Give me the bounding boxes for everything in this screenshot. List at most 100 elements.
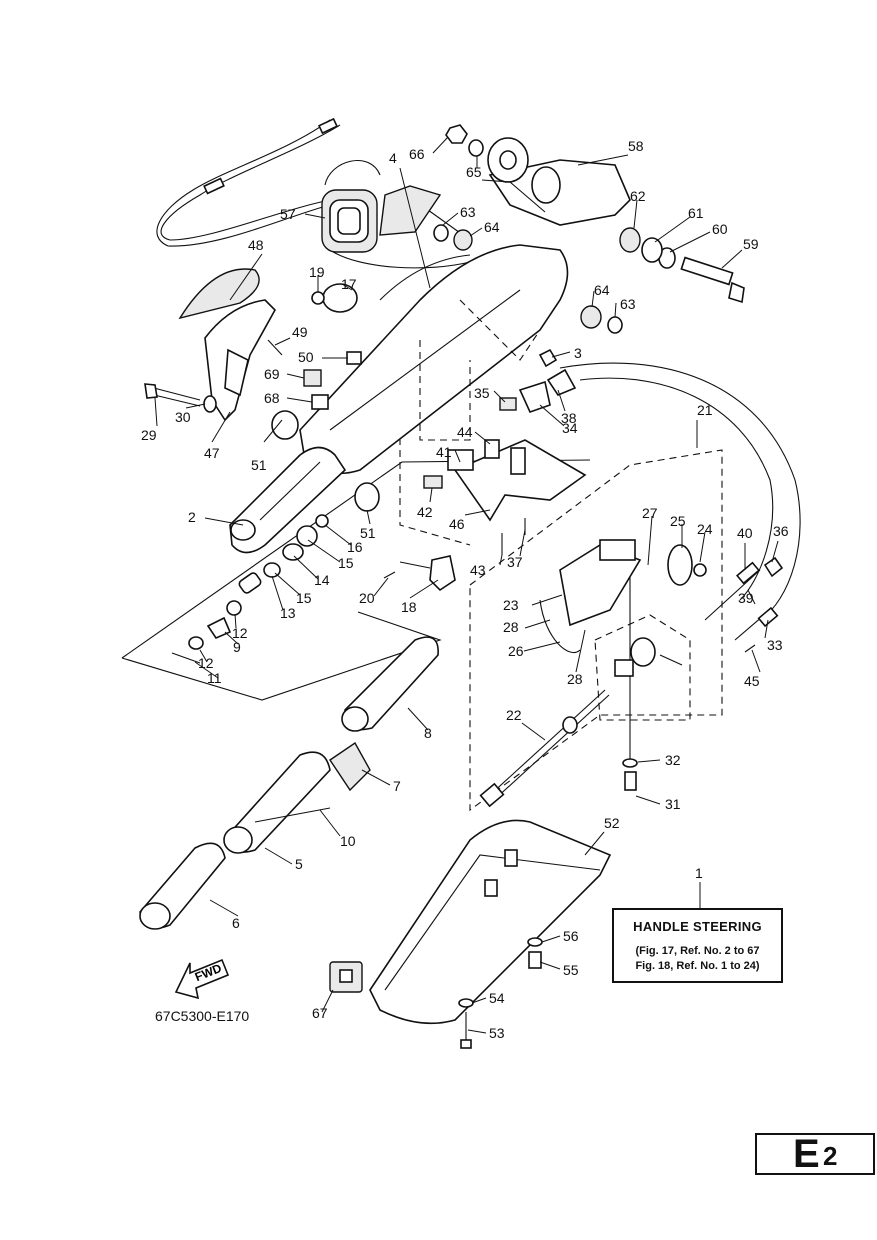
screws-plates (267, 339, 362, 410)
callout-62: 62 (630, 188, 646, 204)
callout-39: 39 (738, 590, 754, 606)
callout-45: 45 (744, 673, 760, 689)
switch-assembly (539, 539, 707, 677)
callout-49: 49 (292, 324, 308, 340)
callout-28-a: 28 (503, 619, 519, 635)
page-tag: E 2 (755, 1132, 875, 1176)
bushings (433, 224, 623, 334)
switch-plate (423, 439, 587, 555)
bushing-51-a (271, 410, 299, 440)
callout-63-a: 63 (460, 204, 476, 220)
callout-20: 20 (359, 590, 375, 606)
callout-11: 11 (207, 670, 222, 686)
grip-parts (139, 636, 439, 930)
callout-3: 3 (574, 345, 582, 361)
callout-50: 50 (298, 349, 314, 365)
callout-38: 38 (561, 410, 577, 426)
callout-57: 57 (280, 206, 296, 222)
throttle-cables (156, 117, 471, 269)
callout-16: 16 (347, 539, 363, 555)
callout-32: 32 (665, 752, 681, 768)
callout-55: 55 (563, 962, 579, 978)
cable-clamps (499, 368, 577, 413)
callout-58: 58 (628, 138, 644, 154)
nut-washer (445, 124, 484, 157)
grease-nipple (538, 348, 558, 368)
callout-53: 53 (489, 1025, 505, 1041)
callout-19: 19 (309, 264, 325, 280)
callout-51-b: 51 (360, 525, 376, 541)
connector-67 (329, 961, 363, 993)
callout-44: 44 (457, 424, 473, 440)
callout-6: 6 (232, 915, 240, 931)
callout-64-b: 64 (594, 282, 610, 298)
callout-10: 10 (340, 833, 356, 849)
callout-36: 36 (773, 523, 789, 539)
callout-30: 30 (175, 409, 191, 425)
callout-54: 54 (489, 990, 505, 1006)
callout-40: 40 (737, 525, 753, 541)
handle-steering-note: HANDLE STEERING (Fig. 17, Ref. No. 2 to … (612, 908, 783, 983)
callout-18: 18 (401, 599, 417, 615)
callout-25: 25 (670, 513, 686, 529)
dashed-group-boxes (399, 390, 723, 812)
callout-2: 2 (188, 509, 196, 525)
callout-7: 7 (393, 778, 401, 794)
callout-1: 1 (695, 865, 703, 881)
callout-26: 26 (508, 643, 524, 659)
bushing-51-b (354, 482, 380, 512)
callout-65: 65 (466, 164, 482, 180)
callouts: 1 2 3 4 5 6 7 8 9 10 11 12 12 13 14 15 1… (141, 136, 789, 1041)
callout-42: 42 (417, 504, 433, 520)
callout-31: 31 (665, 796, 681, 812)
callout-29: 29 (141, 427, 157, 443)
page-tag-number: 2 (823, 1141, 838, 1171)
callout-61: 61 (688, 205, 704, 221)
callout-64-a: 64 (484, 219, 500, 235)
callout-67: 67 (312, 1005, 328, 1021)
note-title: HANDLE STEERING (633, 919, 762, 934)
callout-68: 68 (264, 390, 280, 406)
callout-15-b: 15 (296, 590, 312, 606)
callout-52: 52 (604, 815, 620, 831)
callout-35: 35 (474, 385, 490, 401)
callout-28-b: 28 (567, 671, 583, 687)
shift-cables (559, 362, 801, 653)
callout-4: 4 (389, 150, 397, 166)
callout-24: 24 (697, 521, 713, 537)
note-line-2: Fig. 18, Ref. No. 1 to 24) (635, 960, 760, 972)
callout-21: 21 (697, 402, 713, 418)
callout-69: 69 (264, 366, 280, 382)
tiller-handle-arm (229, 446, 347, 554)
throttle-stop (311, 283, 358, 313)
page-tag-letter: E (793, 1132, 820, 1176)
swivel-bracket (481, 137, 631, 226)
callout-63-b: 63 (620, 296, 636, 312)
washers-60-62 (619, 227, 676, 269)
callout-22: 22 (506, 707, 522, 723)
callout-12-b: 12 (198, 655, 214, 671)
callout-13: 13 (280, 605, 296, 621)
callout-8: 8 (424, 725, 432, 741)
note-line-1: (Fig. 17, Ref. No. 2 to 67 (635, 945, 760, 957)
callout-37: 37 (507, 554, 523, 570)
callout-66: 66 (409, 146, 425, 162)
callout-48: 48 (248, 237, 264, 253)
callout-56: 56 (563, 928, 579, 944)
top-cover (178, 268, 276, 422)
callout-46: 46 (449, 516, 465, 532)
friction-knob (383, 555, 456, 592)
callout-12-a: 12 (232, 625, 248, 641)
callout-15-a: 15 (338, 555, 354, 571)
fwd-arrow: FWD (174, 958, 230, 1000)
lower-case (369, 819, 612, 1025)
callout-17: 17 (341, 276, 357, 292)
callout-43: 43 (470, 562, 486, 578)
label-sticker (379, 185, 442, 236)
cable-grommet (321, 189, 378, 253)
callout-27: 27 (642, 505, 658, 521)
callout-23: 23 (503, 597, 519, 613)
callout-41: 41 (436, 444, 452, 460)
catalog-code: 67C5300-E170 (155, 1008, 250, 1024)
